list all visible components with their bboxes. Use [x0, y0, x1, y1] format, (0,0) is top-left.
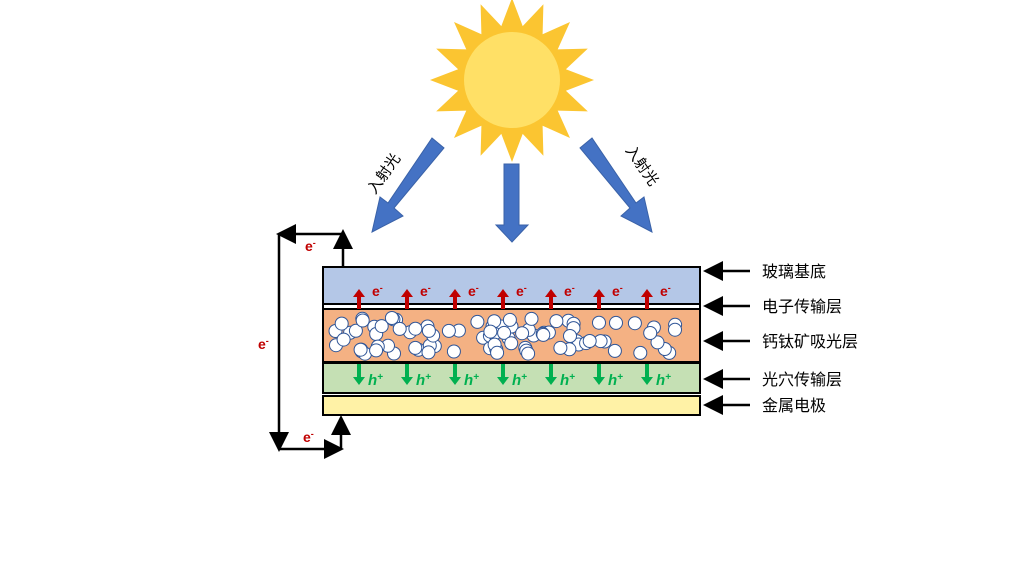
- hole-label: h+: [512, 372, 527, 389]
- hole-arrow: [401, 364, 413, 385]
- hole-arrow: [449, 364, 461, 385]
- grain: [374, 319, 389, 334]
- label-electron-transport: 电子传输层: [762, 297, 842, 316]
- hole-label: h+: [368, 372, 383, 389]
- grain: [668, 322, 682, 337]
- electron-arrow: [641, 289, 653, 309]
- electron-arrow: [401, 289, 413, 309]
- hole-transport-layer: [322, 362, 701, 394]
- grain: [563, 329, 577, 343]
- perovskite-grains: [328, 311, 683, 361]
- grain: [504, 336, 519, 351]
- grain: [582, 334, 597, 348]
- grain: [627, 316, 642, 331]
- grain: [408, 321, 423, 336]
- external-circuit: [269, 224, 353, 459]
- grain: [643, 326, 658, 340]
- incident-light-arrows: [371, 137, 653, 243]
- hole-label: h+: [416, 372, 431, 389]
- hole-label: h+: [560, 372, 575, 389]
- hole-label: h+: [464, 372, 479, 389]
- hole-label: h+: [656, 372, 671, 389]
- grain: [470, 314, 485, 329]
- sun-icon: [430, 0, 594, 162]
- grain: [408, 340, 423, 355]
- grain: [536, 327, 551, 342]
- hole-arrow: [497, 364, 509, 385]
- arrow-center: [494, 163, 530, 243]
- electron-label-top: e-: [305, 238, 316, 254]
- hole-arrow: [353, 364, 365, 385]
- label-hole-transport: 光穴传输层: [762, 370, 842, 389]
- electron-label: e-: [564, 283, 575, 299]
- electron-label: e-: [468, 283, 479, 299]
- hole-arrow: [593, 364, 605, 385]
- arrow-right: [579, 137, 653, 233]
- hole-arrow: [545, 364, 557, 385]
- grain: [355, 313, 370, 328]
- arrow-left: [371, 137, 445, 233]
- grain: [609, 315, 623, 330]
- grain: [524, 311, 539, 326]
- electron-label: e-: [420, 283, 431, 299]
- grain: [592, 315, 606, 330]
- electron-arrow: [593, 289, 605, 309]
- electron-label: e-: [612, 283, 623, 299]
- sun-core: [464, 32, 560, 128]
- grain: [497, 325, 512, 340]
- grain: [607, 343, 622, 358]
- electron-label: e-: [660, 283, 671, 299]
- grain: [650, 335, 665, 350]
- grain: [446, 344, 461, 359]
- electron-label-bottom: e-: [303, 429, 314, 445]
- grain: [392, 321, 407, 336]
- grain: [336, 332, 351, 347]
- hole-arrow: [641, 364, 653, 385]
- grain: [549, 314, 564, 329]
- metal-electrode-layer: [322, 395, 701, 416]
- grain: [384, 311, 399, 325]
- electron-arrow: [497, 289, 509, 309]
- electron-label: e-: [516, 283, 527, 299]
- grain: [369, 343, 384, 358]
- grain: [353, 342, 368, 357]
- grain: [515, 326, 530, 341]
- hole-label: h+: [608, 372, 623, 389]
- electron-label: e-: [372, 283, 383, 299]
- incident-light-label-right: 入射光: [622, 142, 663, 189]
- grain: [421, 345, 436, 360]
- electron-label-left: e-: [258, 336, 269, 352]
- label-metal-electrode: 金属电极: [762, 396, 826, 415]
- electron-arrow: [545, 289, 557, 309]
- grain: [490, 345, 505, 360]
- grain: [521, 346, 536, 361]
- grain: [441, 323, 456, 338]
- electron-arrow: [353, 289, 365, 309]
- label-glass-substrate: 玻璃基底: [762, 262, 826, 281]
- grain: [334, 316, 349, 331]
- grain: [421, 323, 436, 338]
- glass-substrate-layer: [322, 266, 701, 305]
- grain: [553, 340, 568, 355]
- grain: [483, 324, 498, 339]
- electron-arrow: [449, 289, 461, 309]
- label-perovskite: 钙钛矿吸光层: [762, 332, 858, 351]
- grain: [348, 323, 363, 338]
- grain: [633, 345, 648, 360]
- grain: [502, 312, 517, 327]
